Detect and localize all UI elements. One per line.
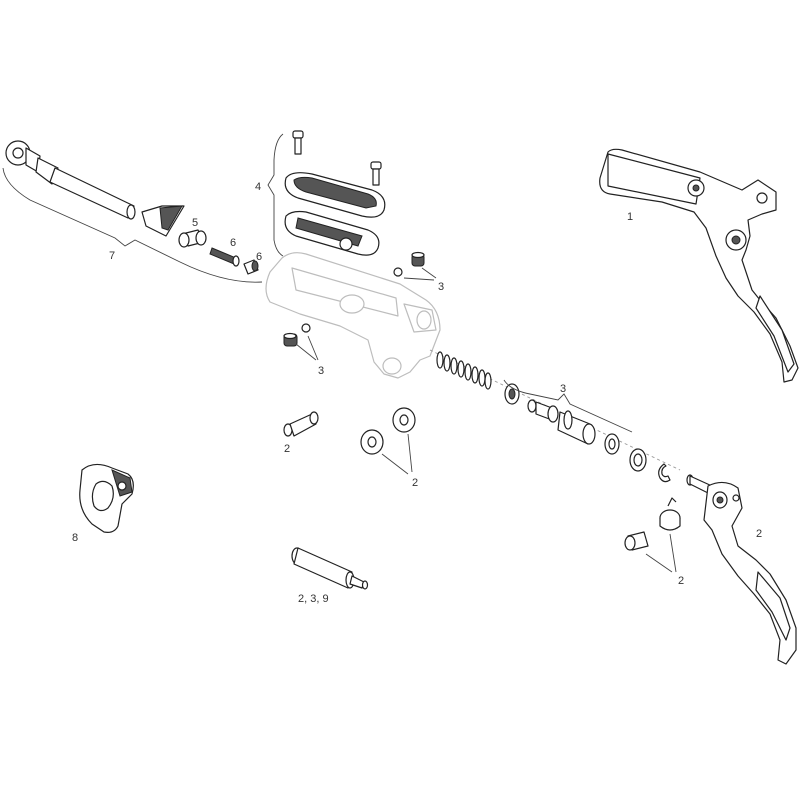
hose-barb-part <box>209 247 240 267</box>
callout-2-washers: 2 <box>412 477 418 489</box>
callout-2-washers-leader <box>381 433 413 475</box>
bleed-screw-part-right <box>393 251 425 277</box>
bleed-screw-part-left <box>283 323 311 347</box>
pivot-washer-right <box>392 407 416 433</box>
callout-2-bushing: 2 <box>678 575 684 587</box>
reservoir-screw-right <box>370 161 382 186</box>
callout-2-lever: 2 <box>756 528 762 540</box>
callout-6-fitting: 6 <box>256 251 262 263</box>
complete-lever-assembly-part <box>599 148 799 383</box>
callout-8: 8 <box>72 532 78 544</box>
bleed-tool-part <box>291 547 369 590</box>
callout-3-piston: 3 <box>560 383 566 395</box>
piston-part <box>527 399 596 445</box>
circlip-part <box>658 463 671 483</box>
lever-blade-part <box>686 474 797 665</box>
callout-3-right: 3 <box>438 281 444 293</box>
return-spring-part <box>436 351 492 390</box>
reservoir-cover-part <box>284 172 386 218</box>
pivot-pin-part <box>283 411 319 437</box>
master-cylinder-body <box>265 252 441 379</box>
callout-2-3-9: 2, 3, 9 <box>298 593 329 605</box>
callout-7: 7 <box>109 250 115 262</box>
hose-assembly-part <box>5 140 185 237</box>
reservoir-screw-left <box>292 130 304 155</box>
pivot-washer-left <box>360 429 384 455</box>
cup-seal-part <box>604 433 620 455</box>
compression-fitting-part <box>243 259 259 275</box>
hose-sleeve-part <box>178 229 207 248</box>
callout-3-left: 3 <box>318 365 324 377</box>
callout-3-left-leader <box>295 335 319 361</box>
callout-6-barb: 6 <box>230 237 236 249</box>
callout-7-bracket <box>2 167 263 283</box>
callout-2-pin: 2 <box>284 443 290 455</box>
piston-seal-part <box>504 383 520 405</box>
callout-2-bushing-leader <box>645 533 677 573</box>
handlebar-clamp-part <box>79 463 134 533</box>
callout-4: 4 <box>255 181 261 193</box>
callout-1: 1 <box>627 211 633 223</box>
washer-part <box>629 448 647 472</box>
lever-spring-part <box>659 497 681 531</box>
lever-bushing-part <box>624 531 649 551</box>
callout-3-right-leader <box>403 267 437 281</box>
callout-3-piston-bracket <box>503 379 633 433</box>
reservoir-diaphragm-part <box>284 210 380 256</box>
callout-5: 5 <box>192 217 198 229</box>
callout-4-bracket <box>267 133 284 257</box>
